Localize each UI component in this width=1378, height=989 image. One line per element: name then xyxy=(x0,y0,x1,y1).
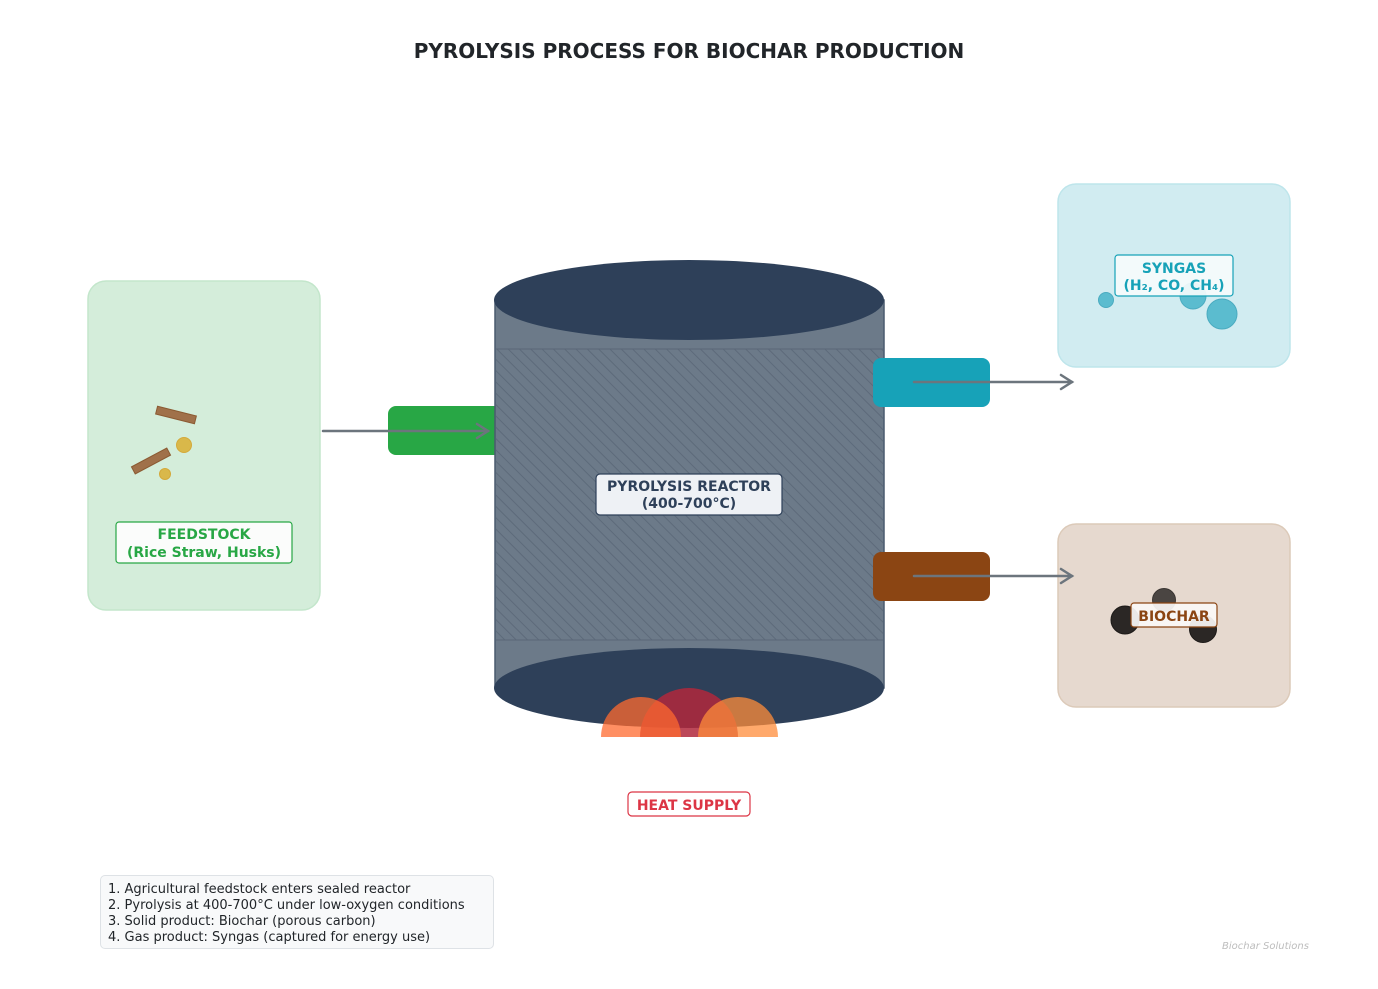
syngas-sublabel: (H₂, CO, CH₄) xyxy=(1123,278,1224,294)
note-item: 1. Agricultural feedstock enters sealed … xyxy=(108,882,411,897)
feedstock-straw-icon xyxy=(130,405,197,475)
flame-icon xyxy=(601,688,778,737)
biochar-flow-arrow xyxy=(912,567,1075,585)
process-notes: 1. Agricultural feedstock enters sealed … xyxy=(100,875,494,949)
syngas-flow-arrow xyxy=(912,373,1075,391)
syngas-label: SYNGAS xyxy=(1142,261,1206,277)
biochar-label-box xyxy=(1130,602,1218,628)
syngas-panel: SYNGAS (H₂, CO, CH₄) xyxy=(1057,183,1291,368)
biochar-panel: BIOCHAR xyxy=(1057,523,1291,708)
feedstock-husk-icon xyxy=(159,437,192,480)
pyrolysis-reactor: PYROLYSIS REACTOR (400-700°C) xyxy=(494,260,885,728)
heat-supply-label: HEAT SUPPLY xyxy=(637,798,742,814)
biochar-label: BIOCHAR xyxy=(1138,609,1210,625)
watermark: Biochar Solutions xyxy=(1222,941,1309,952)
reactor-label-box xyxy=(595,473,783,516)
heat-label-box xyxy=(627,791,751,817)
feedstock-label: FEEDSTOCK xyxy=(158,527,252,543)
note-item: 4. Gas product: Syngas (captured for ene… xyxy=(108,930,431,945)
reactor-sublabel: (400-700°C) xyxy=(642,496,736,512)
feedstock-panel: FEEDSTOCK (Rice Straw, Husks) xyxy=(87,280,321,611)
syngas-label-box xyxy=(1114,254,1234,297)
feedstock-flow-arrow xyxy=(321,422,491,440)
note-item: 3. Solid product: Biochar (porous carbon… xyxy=(108,914,376,929)
diagram-title: PYROLYSIS PROCESS FOR BIOCHAR PRODUCTION xyxy=(414,39,965,63)
reactor-top-cap xyxy=(494,260,884,340)
feedstock-label-box xyxy=(115,521,293,564)
reactor-label: PYROLYSIS REACTOR xyxy=(607,479,771,495)
feedstock-sublabel: (Rice Straw, Husks) xyxy=(127,545,281,561)
note-item: 2. Pyrolysis at 400-700°C under low-oxyg… xyxy=(108,898,465,913)
